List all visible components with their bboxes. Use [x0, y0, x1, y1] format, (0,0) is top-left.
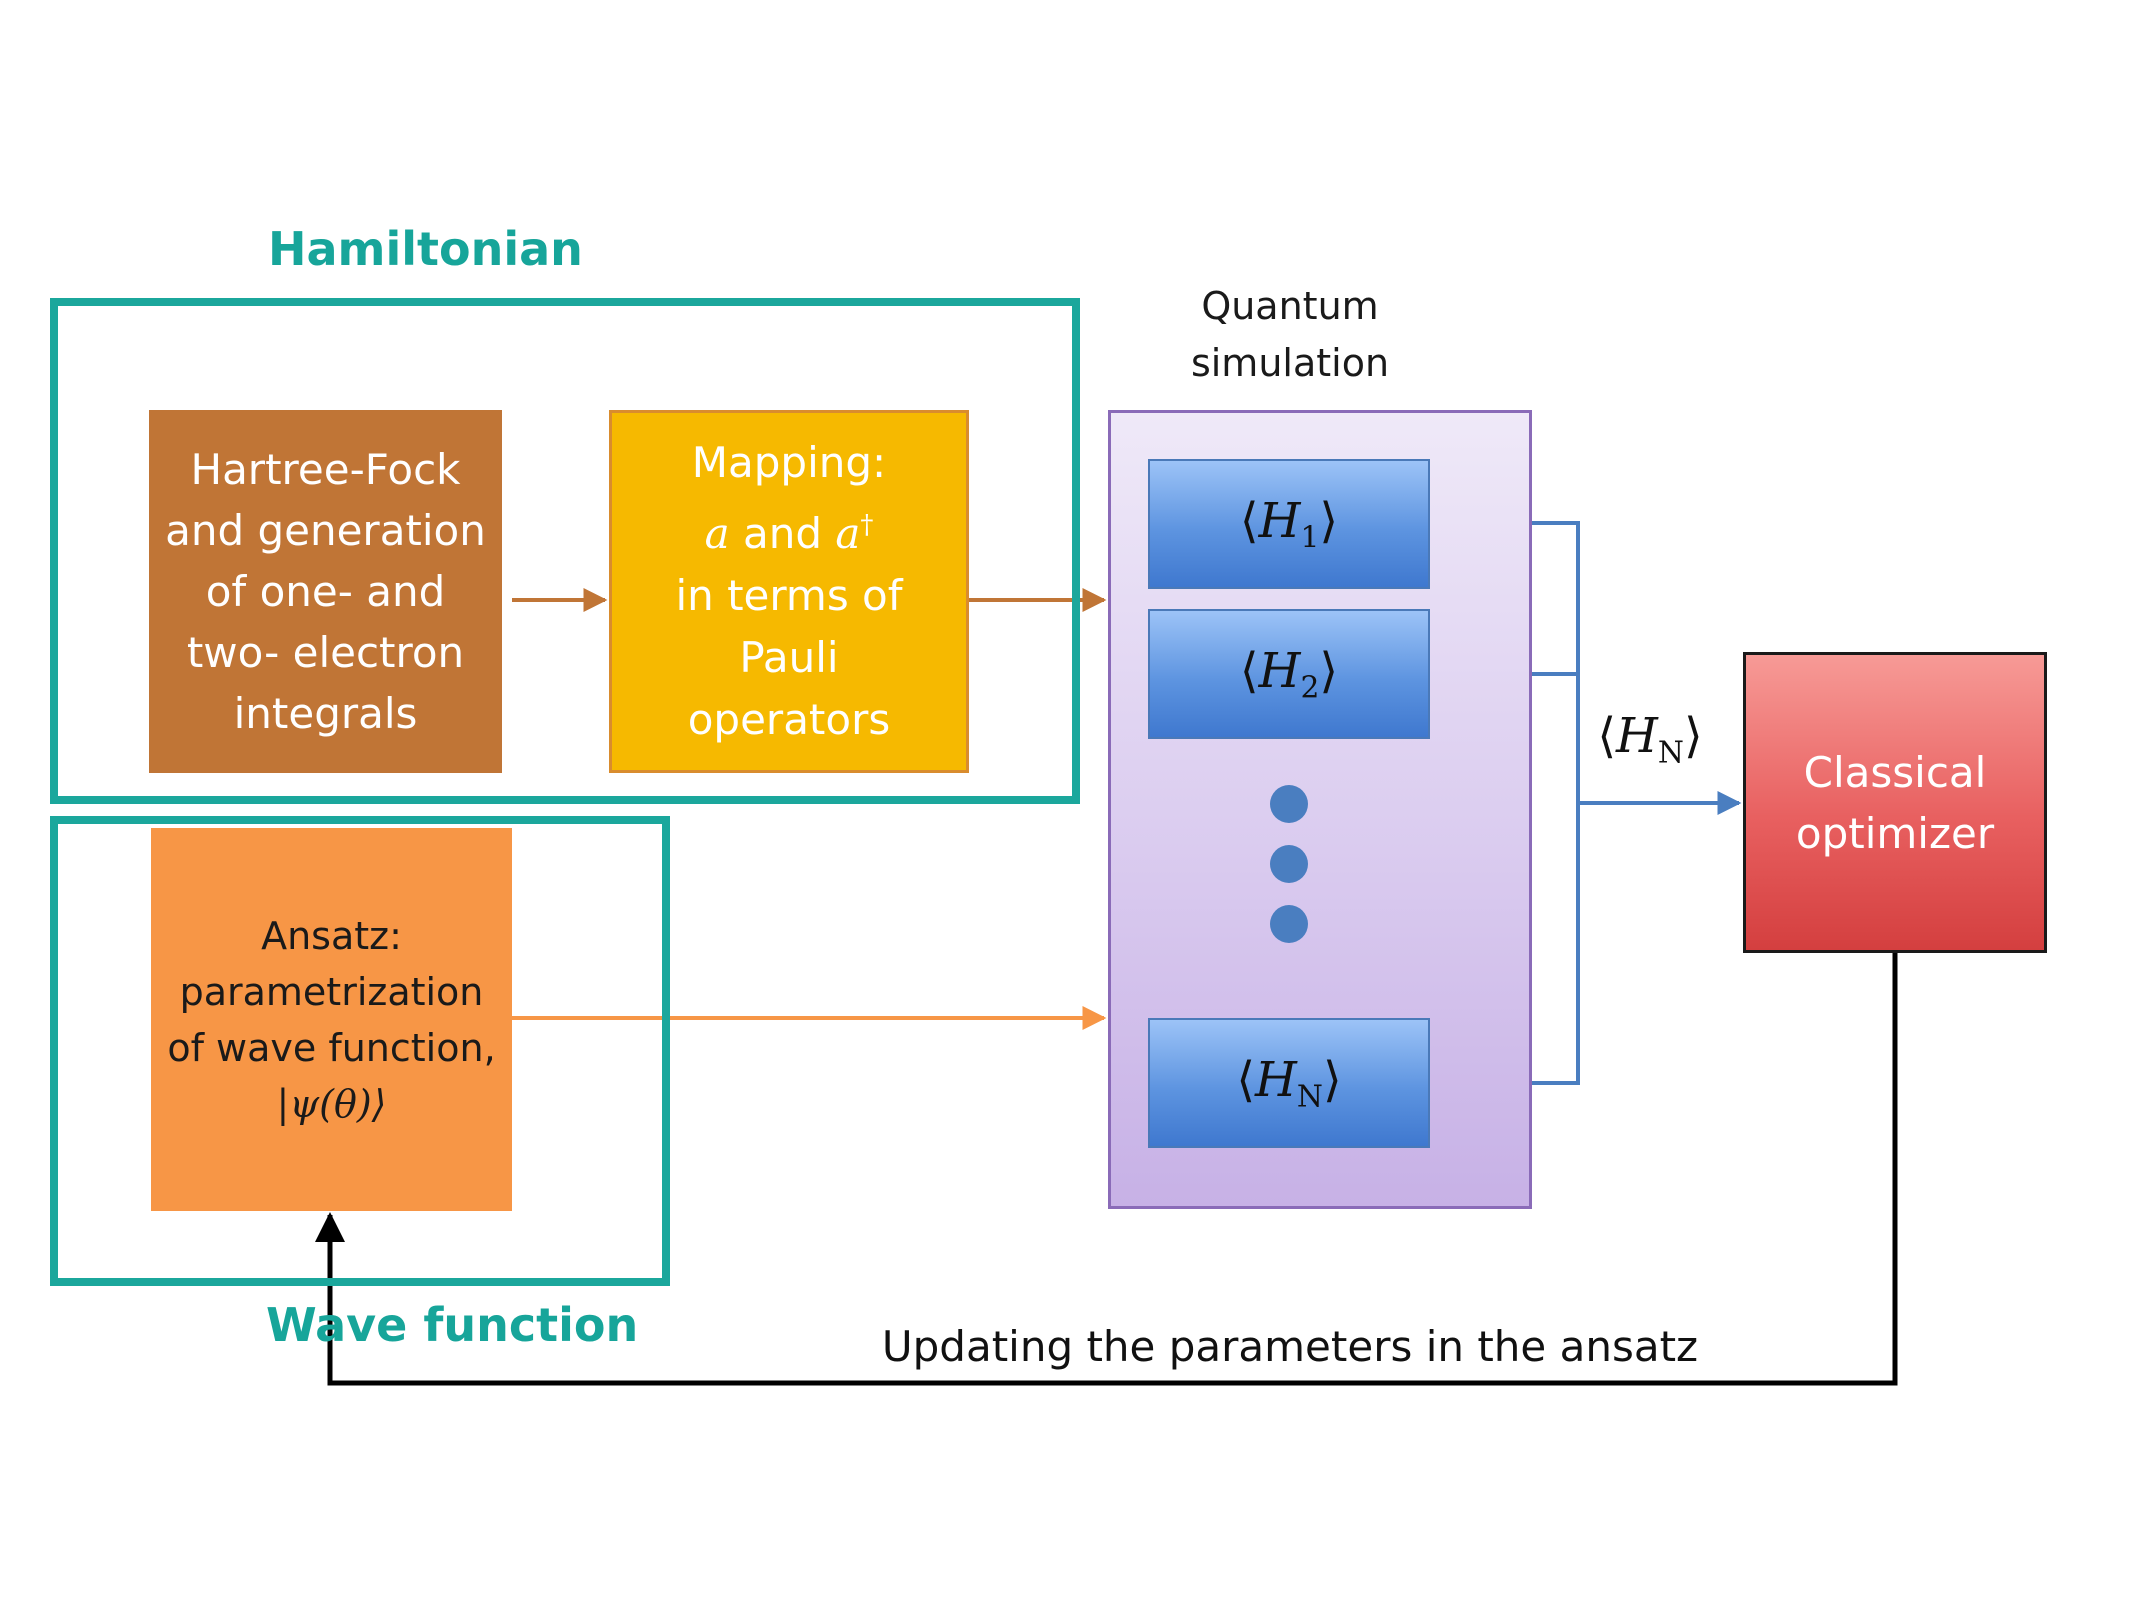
ansatz-state: |ψ(θ)⟩ — [276, 1081, 387, 1126]
mapping-line: operators — [687, 695, 891, 744]
right-angle-bracket: ⟩ — [1683, 708, 1703, 764]
expectation-hn-expression: ⟨HN⟩ — [1236, 1052, 1341, 1115]
ansatz-line: of wave function, — [167, 1025, 496, 1070]
creation-operator: a† — [835, 509, 873, 558]
term-index: 1 — [1300, 520, 1320, 556]
mapping-line: Mapping: — [691, 438, 887, 487]
left-angle-bracket: ⟨ — [1597, 708, 1617, 764]
classical-optimizer-box: Classical optimizer — [1743, 652, 2047, 953]
term-index: 2 — [1300, 670, 1320, 706]
hamiltonian-group-frame — [50, 298, 1080, 804]
hartree-fock-box: Hartree-Fock and generation of one- and … — [149, 410, 502, 773]
hamiltonian-symbol: H — [1255, 1051, 1297, 1108]
wave-function-group-title: Wave function — [266, 1298, 639, 1352]
hartree-fock-line: two- electron — [186, 628, 465, 677]
hartree-fock-line: Hartree-Fock — [190, 445, 461, 494]
quantum-simulation-label: Quantum simulation — [1140, 278, 1440, 392]
feedback-arrow — [315, 953, 1898, 1386]
feedback-label: Updating the parameters in the ansatz — [881, 1322, 1699, 1371]
quantum-simulation-label-line: simulation — [1190, 341, 1390, 385]
ansatz-box: Ansatz: parametrization of wave function… — [151, 828, 512, 1211]
combined-expectation-label: ⟨HN⟩ — [1590, 708, 1710, 771]
expectation-h2-box: ⟨H2⟩ — [1148, 609, 1430, 739]
mapping-line: in terms of — [675, 571, 903, 620]
hamiltonian-group-title: Hamiltonian — [268, 222, 583, 276]
ellipsis-dot — [1270, 785, 1308, 823]
ellipsis-dot — [1270, 905, 1308, 943]
hamiltonian-symbol: H — [1258, 492, 1301, 549]
creation-operator-symbol: a — [835, 509, 861, 558]
expectation-hn-box: ⟨HN⟩ — [1148, 1018, 1430, 1148]
right-angle-bracket: ⟩ — [1319, 492, 1339, 549]
mapping-line: Pauli — [739, 633, 839, 682]
annihilation-operator: a — [704, 509, 730, 558]
left-angle-bracket: ⟨ — [1239, 642, 1259, 699]
hamiltonian-symbol: H — [1258, 642, 1301, 699]
classical-optimizer-line: optimizer — [1795, 808, 1995, 858]
hartree-fock-line: integrals — [233, 689, 418, 738]
hartree-fock-line: of one- and — [205, 567, 446, 616]
expectation-h1-expression: ⟨H1⟩ — [1240, 493, 1338, 556]
left-angle-bracket: ⟨ — [1236, 1051, 1256, 1108]
ellipsis-dot — [1270, 845, 1308, 883]
left-angle-bracket: ⟨ — [1239, 492, 1259, 549]
ansatz-line: parametrization — [179, 969, 484, 1014]
dagger-superscript: † — [860, 510, 874, 540]
hamiltonian-symbol: H — [1616, 708, 1658, 764]
right-angle-bracket: ⟩ — [1319, 642, 1339, 699]
mapping-operators-line: a and a† — [705, 494, 874, 565]
mapping-box: Mapping: a and a† in terms of Pauli oper… — [609, 410, 969, 773]
hartree-fock-line: and generation — [165, 506, 486, 555]
combined-expectation-expression: ⟨HN⟩ — [1597, 708, 1703, 771]
wave-function-group-frame — [50, 816, 670, 1286]
mapping-and-word: and — [729, 509, 836, 558]
classical-optimizer-line: Classical — [1803, 747, 1987, 797]
term-index: N — [1657, 735, 1684, 771]
ansatz-line: Ansatz: — [261, 913, 402, 958]
expectation-h1-box: ⟨H1⟩ — [1148, 459, 1430, 589]
quantum-simulation-label-line: Quantum — [1201, 284, 1379, 328]
right-angle-bracket: ⟩ — [1322, 1051, 1342, 1108]
expectation-h2-expression: ⟨H2⟩ — [1240, 643, 1338, 706]
term-index: N — [1296, 1079, 1323, 1115]
